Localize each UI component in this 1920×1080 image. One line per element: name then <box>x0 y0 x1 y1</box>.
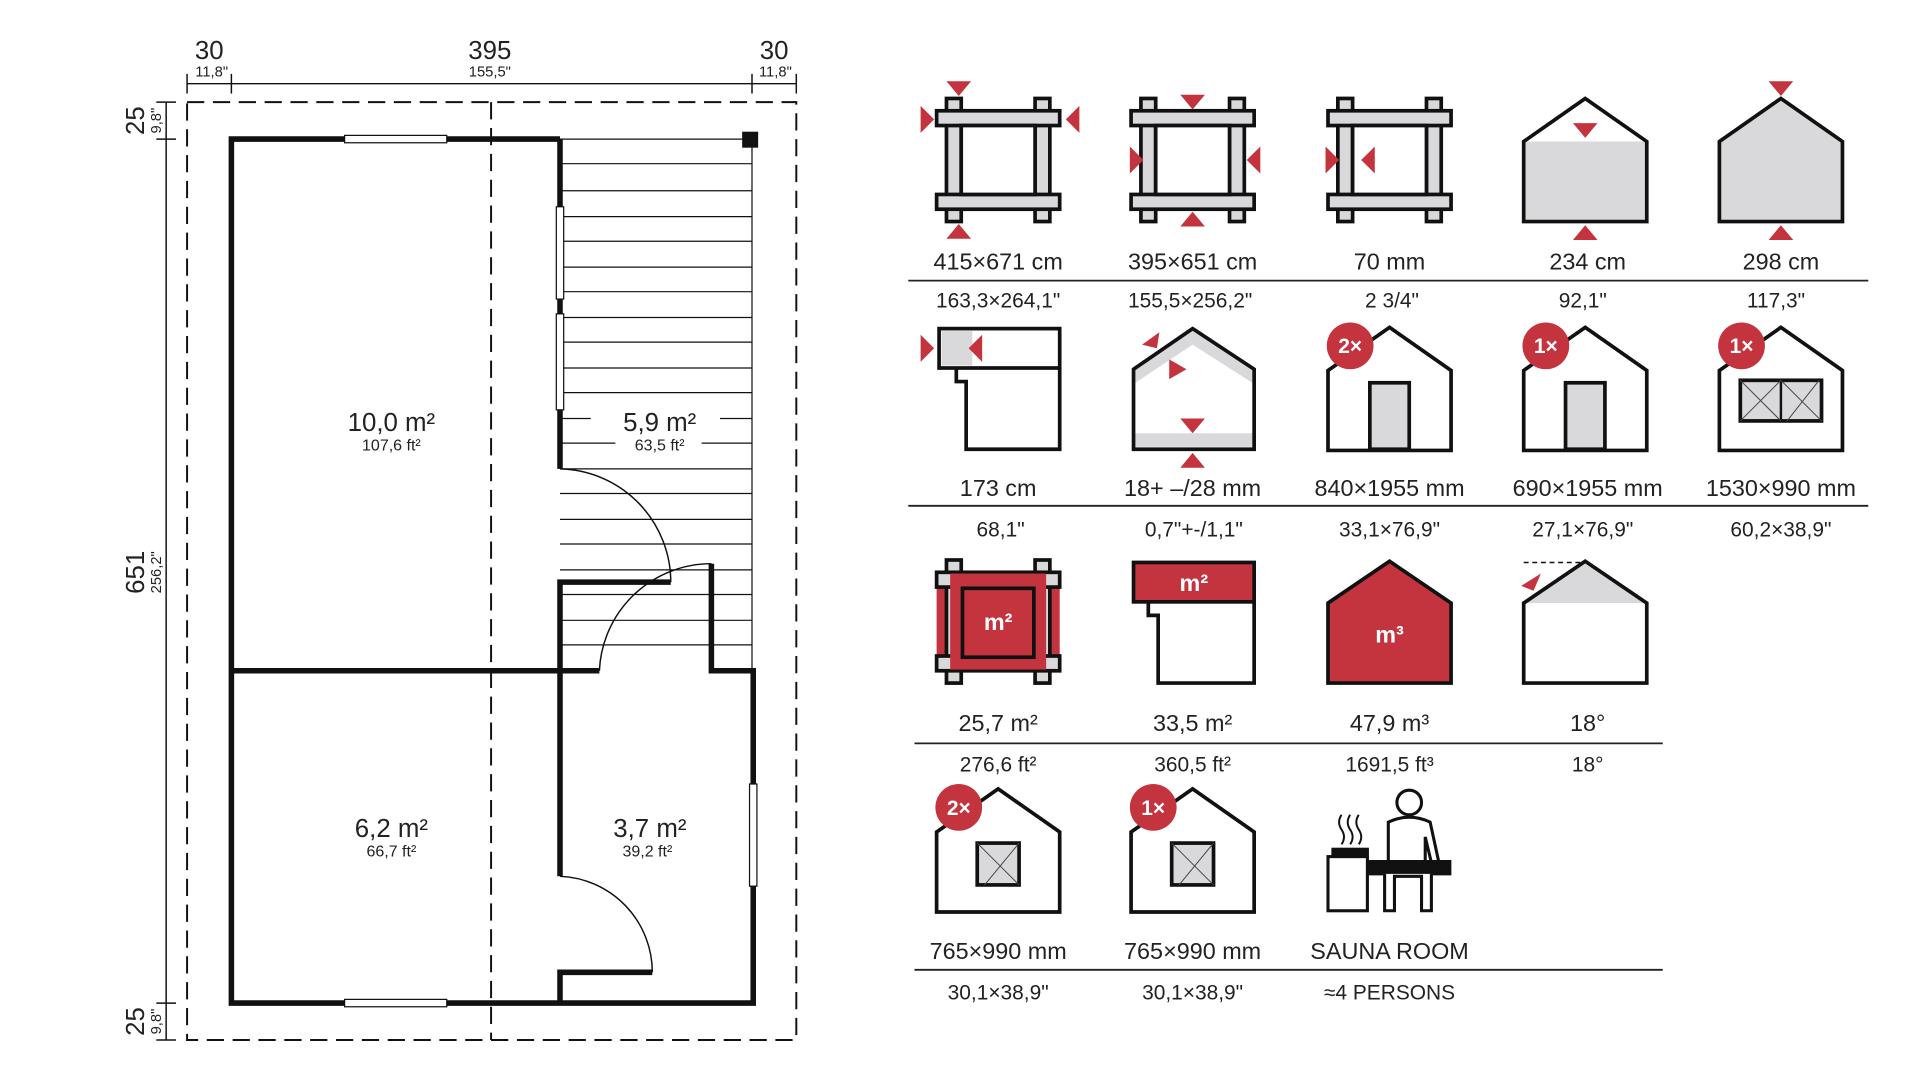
door-swings <box>559 468 712 973</box>
spec-labels: 415×671 cm 395×651 cm 70 mm 234 cm 298 c… <box>930 249 1856 1005</box>
spec-sub: 30,1×38,9" <box>948 981 1049 1004</box>
spec-sub: 155,5×256,2" <box>1128 290 1252 313</box>
spec-sub: 27,1×76,9" <box>1532 519 1633 542</box>
spec-value: 1530×990 mm <box>1706 475 1856 501</box>
spec-sub: 92,1" <box>1559 290 1607 313</box>
dim-top-left-sub: 11,8" <box>195 64 228 80</box>
dim-left-top-sub: 9,8" <box>149 108 165 134</box>
room-area-2-sub: 63,5 ft² <box>635 437 685 454</box>
room-area-3: 6,2 m² <box>355 815 429 843</box>
spec-value: 18° <box>1570 710 1605 736</box>
spec-value: 395×651 cm <box>1128 249 1257 275</box>
spec-sub: 276,6 ft² <box>960 754 1037 777</box>
spec-sub: ≈4 PERSONS <box>1324 981 1455 1004</box>
top-dimension-line: 30 11,8" 395 155,5" 30 11,8" <box>186 37 798 94</box>
left-dimension-line: 25 9,8" 651 256,2" 25 9,8" <box>122 101 176 1041</box>
spec-grid: 2× 1× 1× m² m² <box>908 81 1869 1005</box>
wall-thickness-icon <box>1325 96 1453 224</box>
window-icon: 2× <box>934 784 1062 914</box>
corner-post <box>742 131 759 148</box>
ridge-height-icon <box>1717 81 1845 240</box>
quantity-badge <box>1522 322 1570 370</box>
room-area-4-sub: 39,2 ft² <box>622 844 672 861</box>
quantity-badge <box>935 784 983 831</box>
quantity-badge-label: 2× <box>1338 335 1362 358</box>
spec-sub: 60,2×38,9" <box>1730 519 1831 542</box>
dim-top-left: 30 <box>195 37 224 65</box>
outer-dimensions-icon <box>920 81 1080 239</box>
dim-top-right-sub: 11,8" <box>759 64 792 80</box>
quantity-badge-label: 1× <box>1141 797 1165 820</box>
room-area-1: 10,0 m² <box>348 409 436 437</box>
dim-left-top: 25 <box>122 106 150 135</box>
spec-value: 840×1955 mm <box>1314 475 1464 501</box>
roof-area-icon: m² <box>1131 560 1256 685</box>
spec-sub: 2 3/4" <box>1365 290 1419 313</box>
spec-sub: 68,1" <box>977 519 1025 542</box>
spec-sub: 117,3" <box>1747 290 1805 313</box>
spec-value: SAUNA ROOM <box>1310 938 1468 964</box>
single-door-icon: 1× <box>1521 322 1649 453</box>
dim-top-center: 395 <box>468 37 511 65</box>
quantity-badge <box>1718 322 1765 370</box>
quantity-badge <box>1129 784 1177 831</box>
inner-dimensions-icon <box>1129 94 1261 227</box>
double-window-icon: 1× <box>1717 322 1845 453</box>
floor-plan: 30 11,8" 395 155,5" 30 11,8" 25 9,8" 651… <box>122 37 798 1041</box>
terrace-boards <box>560 138 753 671</box>
roof-pitch-icon <box>1521 558 1649 685</box>
spec-sub: 33,1×76,9" <box>1339 519 1440 542</box>
spec-value: 234 cm <box>1549 249 1626 275</box>
room-area-3-sub: 66,7 ft² <box>366 844 416 861</box>
spec-value: 765×990 mm <box>1124 938 1261 964</box>
quantity-badge-label: 1× <box>1730 335 1754 358</box>
spec-sub: 163,3×264,1" <box>936 290 1060 313</box>
spec-sub: 360,5 ft² <box>1154 754 1231 777</box>
dim-left-center: 651 <box>122 551 150 594</box>
dim-top-center-sub: 155,5" <box>469 64 511 80</box>
dim-left-bottom: 25 <box>122 1007 150 1036</box>
room-area-2: 5,9 m² <box>623 409 697 437</box>
spec-sub: 0,7"+-/1,1" <box>1145 519 1243 542</box>
walls <box>228 136 756 1006</box>
double-door-icon: 2× <box>1326 322 1453 453</box>
roof-floor-thickness-icon <box>1131 326 1256 468</box>
spec-value: 25,7 m² <box>959 710 1038 736</box>
dim-top-right: 30 <box>760 37 789 65</box>
floor-area-icon: m² <box>934 558 1062 685</box>
spec-value: 173 cm <box>960 475 1037 501</box>
quantity-badge-label: 1× <box>1534 335 1558 358</box>
spec-value: 18+ –/28 mm <box>1124 475 1261 501</box>
spec-sub: 30,1×38,9" <box>1142 981 1243 1004</box>
spec-sub: 18° <box>1572 754 1604 777</box>
roof-overhang-icon <box>920 326 1062 452</box>
room-area-1-sub: 107,6 ft² <box>362 437 421 454</box>
spec-value: 47,9 m³ <box>1350 710 1429 736</box>
wall-height-icon <box>1521 96 1649 240</box>
spec-value: 70 mm <box>1354 249 1425 275</box>
volume-icon: m³ <box>1326 558 1453 685</box>
spec-value: 33,5 m² <box>1153 710 1232 736</box>
sauna-icon <box>1326 788 1452 913</box>
dim-left-center-sub: 256,2" <box>149 551 165 593</box>
icon-label: m³ <box>1375 621 1404 647</box>
spec-value: 690×1955 mm <box>1513 475 1663 501</box>
icon-label: m² <box>1180 570 1209 596</box>
spec-value: 765×990 mm <box>930 938 1067 964</box>
quantity-badge-label: 2× <box>947 797 971 820</box>
icon-label: m² <box>984 609 1013 635</box>
quantity-badge <box>1326 322 1374 370</box>
windows <box>344 134 758 1008</box>
spec-value: 415×671 cm <box>933 249 1062 275</box>
dim-left-bottom-sub: 9,8" <box>149 1009 165 1035</box>
spec-value: 298 cm <box>1743 249 1820 275</box>
window-icon: 1× <box>1129 784 1256 914</box>
room-area-4: 3,7 m² <box>613 815 687 843</box>
spec-sub: 1691,5 ft³ <box>1345 754 1433 777</box>
